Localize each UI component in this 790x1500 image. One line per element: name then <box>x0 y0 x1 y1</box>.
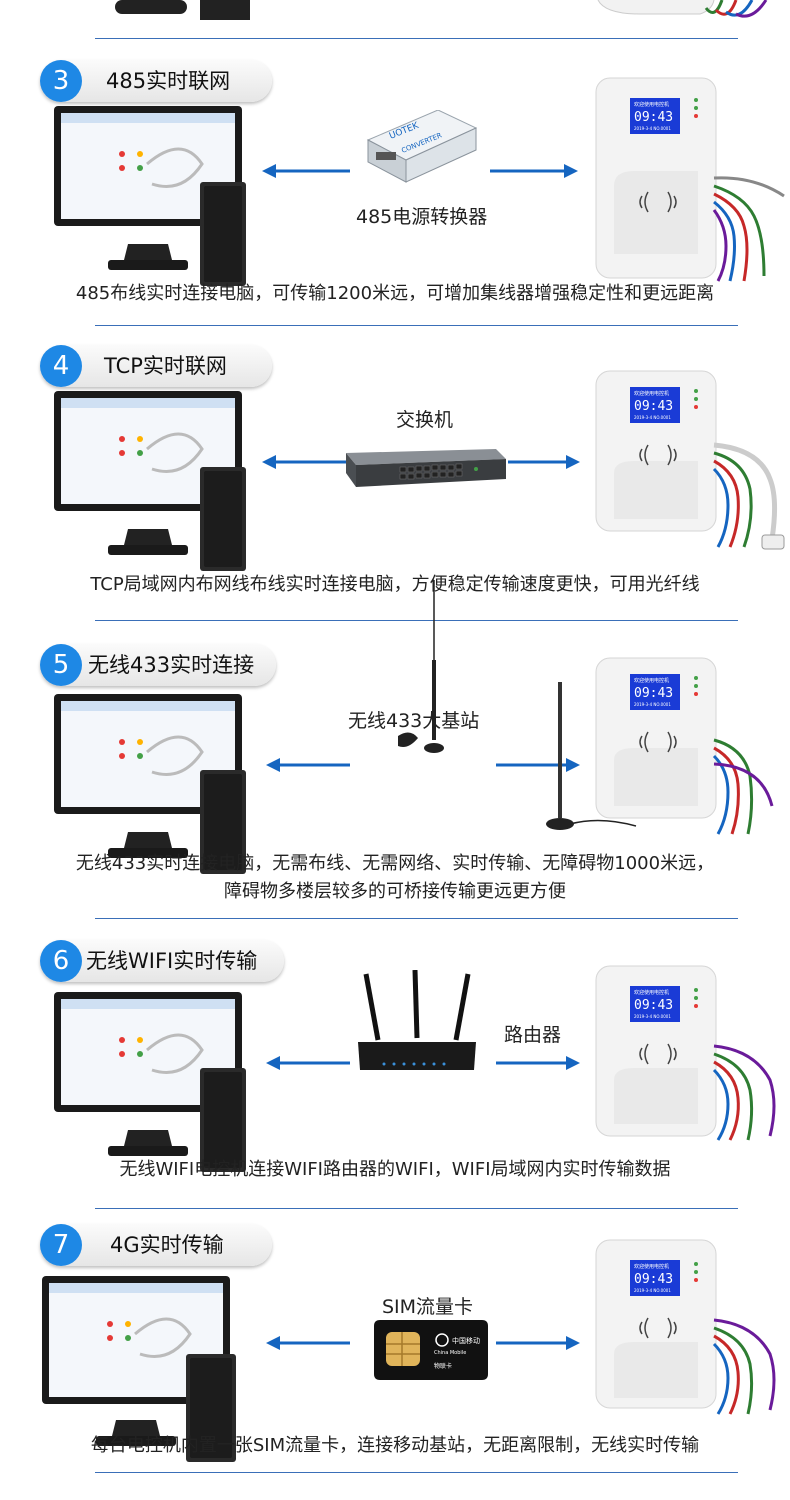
section-divider <box>95 1472 738 1473</box>
svg-text:09:43: 09:43 <box>634 110 673 125</box>
access-controller-reader-icon: 欢迎使用电控机 09:43 2019-3-4 NO.0001 <box>595 657 774 835</box>
section-caption-line-2: 障碍物多楼层较多的可桥接传输更远更方便 <box>224 881 566 902</box>
svg-text:09:43: 09:43 <box>634 686 673 701</box>
section-wireless-433: 5 无线433实时连接 无线433大基站 <box>0 580 790 919</box>
section-number-badge: 5 <box>40 644 82 686</box>
section-caption: TCP局域网内布网线布线实时连接电脑，方便稳定传输速度更快，可用光纤线 <box>90 574 700 595</box>
svg-text:欢迎使用电控机: 欢迎使用电控机 <box>634 677 669 684</box>
access-controller-reader-icon: 欢迎使用电控机 09:43 2019-3-4 NO.0001 <box>595 370 785 550</box>
arrow-right-icon <box>496 1336 580 1350</box>
device-label: SIM流量卡 <box>382 1296 474 1318</box>
sim-sub-text: 物联卡 <box>434 1362 452 1370</box>
svg-text:2019-3-4 NO.0001: 2019-3-4 NO.0001 <box>634 126 671 131</box>
access-controller-reader-icon: 欢迎使用电控机 09:43 2019-3-4 NO.0001 <box>595 965 776 1141</box>
svg-text:2019-3-4 NO.0001: 2019-3-4 NO.0001 <box>634 702 671 707</box>
device-label: 无线433大基站 <box>348 710 480 732</box>
svg-text:09:43: 09:43 <box>634 399 673 414</box>
section-header-pill: 5 无线433实时连接 <box>40 644 276 686</box>
computer-with-card-reader-icon <box>54 694 246 874</box>
rs485-converter-icon: UOTEK CONVERTER <box>366 110 478 183</box>
antenna-icon <box>546 682 637 830</box>
section-divider <box>95 38 738 39</box>
arrow-left-icon <box>266 1336 350 1350</box>
section-title: TCP实时联网 <box>104 354 227 378</box>
access-controller-reader-icon: 欢迎使用电控机 09:43 2019-3-4 NO.0001 <box>595 1239 776 1415</box>
section-caption: 485布线实时连接电脑，可传输1200米远，可增加集线器增强稳定性和更远距离 <box>75 283 715 304</box>
arrow-right-icon <box>496 1056 580 1070</box>
section-caption: 每台电控机内置一张SIM流量卡，连接移动基站，无距离限制，无线实时传输 <box>90 1435 700 1456</box>
svg-text:欢迎使用电控机: 欢迎使用电控机 <box>634 101 669 108</box>
sim-brand-text: 中国移动 <box>452 1336 480 1345</box>
sim-card-icon: 中国移动 China Mobile 物联卡 <box>374 1320 488 1380</box>
section-title: 无线433实时连接 <box>88 653 255 677</box>
arrow-right-icon <box>508 455 580 469</box>
previous-section-remnant <box>0 0 790 40</box>
svg-text:欢迎使用电控机: 欢迎使用电控机 <box>634 989 669 996</box>
svg-text:欢迎使用电控机: 欢迎使用电控机 <box>634 390 669 397</box>
wireless-base-station-icon <box>398 580 444 753</box>
arrow-left-icon <box>266 1056 350 1070</box>
computer-with-card-reader-icon <box>42 1276 236 1462</box>
section-number-badge: 4 <box>40 345 82 387</box>
section-divider <box>95 325 738 326</box>
section-tcp: 4 TCP实时联网 交换机 <box>0 325 790 621</box>
section-divider <box>95 918 738 919</box>
svg-text:2019-3-4 NO.0001: 2019-3-4 NO.0001 <box>634 415 671 420</box>
section-title: 485实时联网 <box>106 69 231 93</box>
section-header-pill: 3 485实时联网 <box>40 60 272 102</box>
device-label: 交换机 <box>396 409 454 431</box>
computer-with-card-reader-icon <box>54 992 246 1172</box>
section-caption-line-1: 无线433实时连接电脑，无需布线、无需网络、实时传输、无障碍物1000米远， <box>75 853 715 874</box>
arrow-left-icon <box>266 758 350 772</box>
svg-text:欢迎使用电控机: 欢迎使用电控机 <box>634 1263 669 1270</box>
section-header-pill: 6 无线WIFI实时传输 <box>40 940 284 982</box>
section-title: 4G实时传输 <box>110 1233 224 1257</box>
section-divider <box>95 620 738 621</box>
svg-text:2019-3-4 NO.0001: 2019-3-4 NO.0001 <box>634 1014 671 1019</box>
arrow-right-icon <box>496 758 580 772</box>
section-header-pill: 4 TCP实时联网 <box>40 345 272 387</box>
svg-text:09:43: 09:43 <box>634 998 673 1013</box>
arrow-left-icon <box>262 164 350 178</box>
section-divider <box>95 1208 738 1209</box>
section-title: 无线WIFI实时传输 <box>86 949 258 973</box>
section-caption: 无线WIFI电控机连接WIFI路由器的WIFI，WIFI局域网内实时传输数据 <box>119 1159 671 1180</box>
section-number-badge: 6 <box>40 940 82 982</box>
network-switch-icon <box>346 449 506 487</box>
access-controller-reader-icon: 欢迎使用电控机 09:43 2019-3-4 NO.0001 <box>595 77 785 282</box>
section-number-badge: 3 <box>40 60 82 102</box>
section-4g: 7 4G实时传输 SIM流量卡 中国移动 China Mobil <box>0 1208 790 1500</box>
computer-with-card-reader-icon <box>54 391 246 571</box>
arrow-left-icon <box>262 455 350 469</box>
svg-text:2019-3-4 NO.0001: 2019-3-4 NO.0001 <box>634 1288 671 1293</box>
section-wifi: 6 无线WIFI实时传输 <box>0 918 790 1209</box>
section-header-pill: 7 4G实时传输 <box>40 1224 272 1266</box>
wifi-router-icon <box>358 970 476 1070</box>
svg-text:09:43: 09:43 <box>634 1272 673 1287</box>
sim-brand-en-text: China Mobile <box>434 1350 466 1356</box>
device-label: 路由器 <box>504 1024 562 1046</box>
device-label: 485电源转换器 <box>356 206 488 228</box>
section-485: 3 485实时联网 UOTEK CONVERTER 48 <box>0 40 790 326</box>
computer-with-card-reader-icon <box>54 106 246 286</box>
section-number-badge: 7 <box>40 1224 82 1266</box>
arrow-right-icon <box>490 164 578 178</box>
